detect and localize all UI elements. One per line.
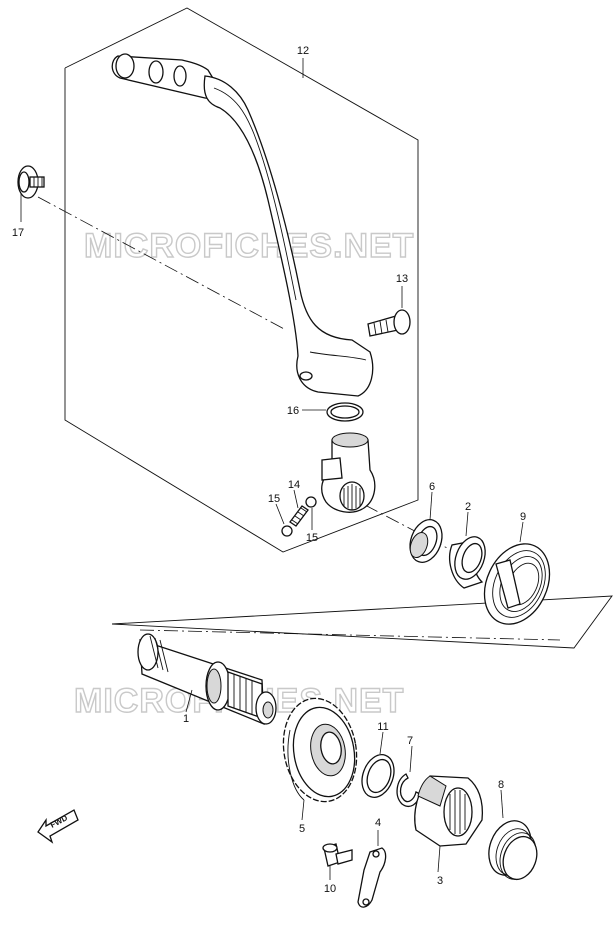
callout-10: 10	[324, 883, 336, 895]
spring-guide-2	[449, 536, 486, 589]
callout-6: 6	[429, 481, 435, 493]
callout-8: 8	[498, 779, 504, 791]
kick-lever-assembly-box	[64, 7, 419, 553]
kick-lever	[111, 53, 374, 397]
callout-15-left: 15	[268, 493, 280, 505]
callout-11: 11	[377, 721, 388, 733]
bolt-17	[17, 165, 45, 199]
callout-1: 1	[183, 713, 189, 725]
return-spring-9	[483, 543, 551, 625]
o-ring-16	[326, 402, 364, 422]
callout-3: 3	[437, 875, 443, 887]
callout-12: 12	[297, 45, 309, 57]
shaft-assembly-plane	[111, 595, 613, 649]
circlip-7	[396, 773, 421, 808]
callout-17: 17	[12, 227, 24, 239]
detent-ball-15-right	[305, 496, 317, 508]
callout-labels: 1 2 3 4 5 6 7 8 9 10 11 12 13 14 15 15 1…	[12, 45, 526, 895]
bolt-13	[367, 309, 411, 337]
callout-7: 7	[407, 735, 413, 747]
watermark-top: MICROFICHES.NET	[84, 227, 414, 265]
detent-ball-15-left	[281, 525, 293, 537]
leader-lines	[20, 58, 524, 880]
callout-5: 5	[299, 823, 305, 835]
detent-spring-14	[289, 505, 309, 527]
oil-seal-6	[409, 519, 443, 563]
lever-boss	[321, 432, 376, 513]
callout-9: 9	[520, 511, 526, 523]
guide-plate-4	[357, 847, 387, 908]
bolt-10	[322, 843, 353, 867]
fwd-direction-indicator: FWD	[37, 809, 79, 844]
callout-4: 4	[375, 817, 381, 829]
callout-16: 16	[287, 405, 299, 417]
ratchet-spring-8	[488, 820, 538, 881]
ratchet-3	[414, 775, 484, 847]
callout-15-right: 15	[306, 532, 318, 544]
idle-gear-5	[282, 697, 358, 803]
callout-14: 14	[288, 479, 300, 491]
kick-starter-shaft-1	[137, 633, 277, 725]
callout-2: 2	[465, 501, 471, 513]
callout-13: 13	[396, 273, 408, 285]
fwd-arrow-icon	[37, 809, 79, 844]
washer-11	[361, 754, 395, 798]
